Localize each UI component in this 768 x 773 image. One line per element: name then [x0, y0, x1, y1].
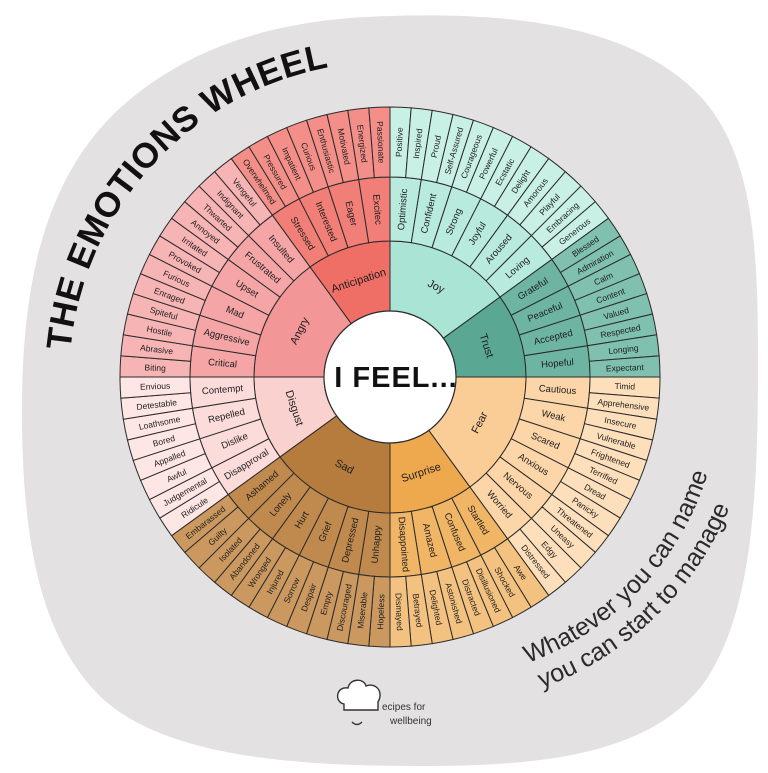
logo-line-1: ecipes for: [382, 702, 426, 713]
tertiary-label-longing: Longing: [608, 343, 639, 357]
tertiary-label-dismayed: Dismayed: [393, 593, 404, 631]
tertiary-label-positive: Positive: [394, 127, 405, 157]
center-circle: [323, 310, 457, 444]
tertiary-label-envious: Envious: [140, 381, 171, 392]
tertiary-label-abrasive: Abrasive: [140, 342, 174, 356]
recipes-for-wellbeing-logo: ecipes for wellbeing: [337, 679, 432, 727]
logo-line-2: wellbeing: [389, 716, 432, 727]
secondary-label-disappointed: Disappointed: [396, 516, 411, 572]
tertiary-label-timid: Timid: [614, 381, 635, 392]
secondary-label-critical: Critical: [208, 357, 238, 370]
tertiary-label-energized: Energized: [355, 124, 369, 163]
secondary-label-unhappy: Unhappy: [370, 525, 384, 564]
tertiary-label-biting: Biting: [144, 362, 166, 373]
secondary-label-contempt: Contempt: [202, 383, 244, 397]
tertiary-segment-passionate: [368, 106, 391, 179]
secondary-label-excitec: Excitec: [370, 194, 383, 226]
tertiary-label-proud: Proud: [429, 134, 443, 158]
tertiary-label-miserable: Miserable: [355, 591, 369, 629]
tertiary-label-hopeless: Hopeless: [375, 594, 386, 630]
tertiary-label-inspired: Inspired: [411, 128, 425, 159]
tertiary-label-expectant: Expectant: [606, 362, 645, 374]
tertiary-label-passionate: Passionate: [375, 121, 387, 164]
secondary-label-hopeful: Hopeful: [541, 357, 575, 371]
smile-icon: [351, 721, 363, 726]
secondary-label-cautious: Cautious: [538, 383, 576, 397]
tertiary-label-betrayed: Betrayed: [411, 593, 425, 628]
chef-hat-icon: [337, 679, 381, 711]
secondary-label-optimistic: Optimistic: [396, 188, 410, 231]
tertiary-label-detestable: Detestable: [136, 397, 178, 412]
center-label: I FEEL...: [334, 362, 457, 394]
